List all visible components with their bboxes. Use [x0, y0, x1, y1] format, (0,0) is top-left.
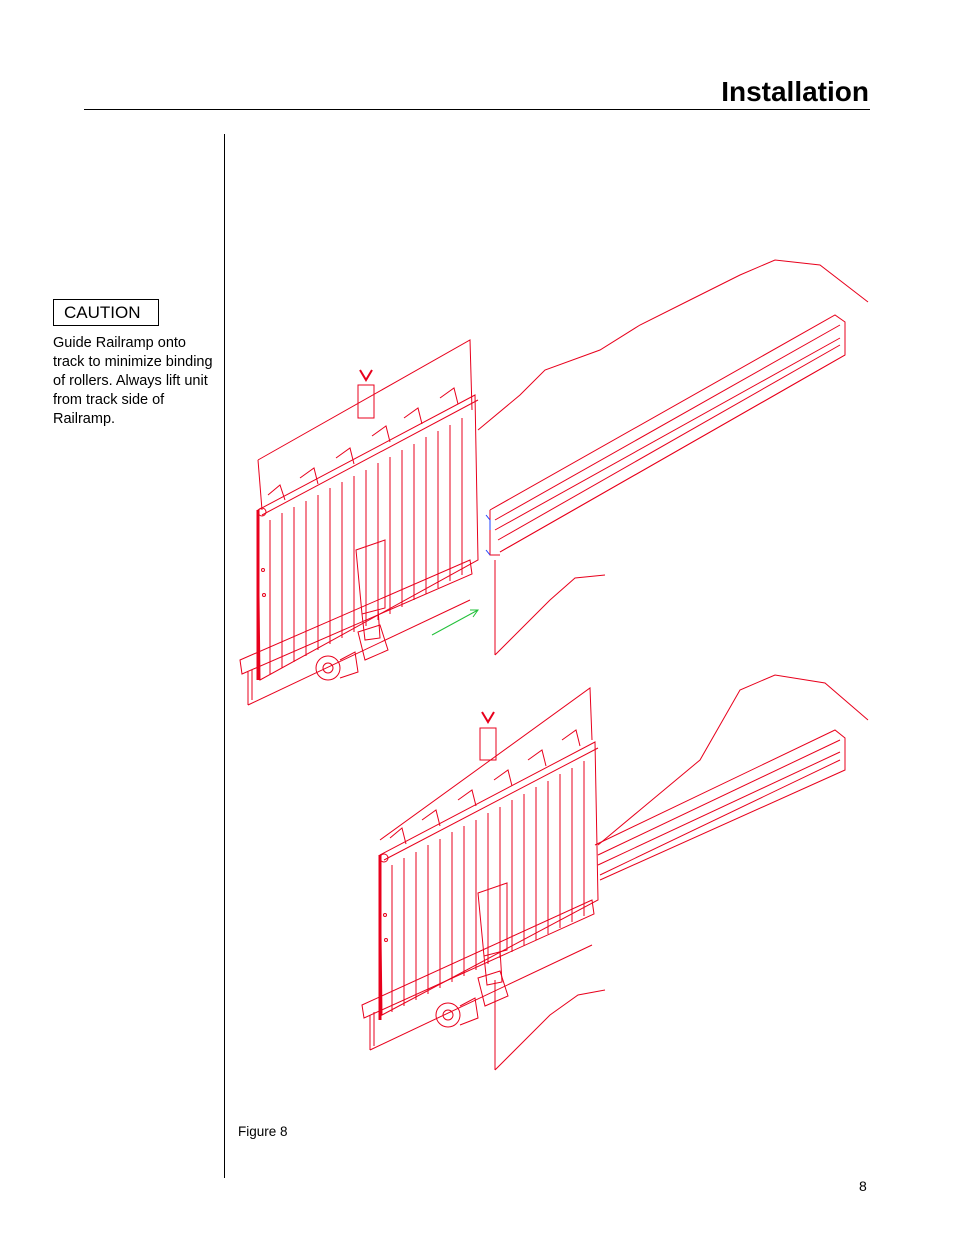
lower-assembly — [361, 674, 869, 1071]
page-title: Installation — [721, 76, 869, 107]
column-divider — [224, 134, 225, 1178]
caution-line: of rollers. Always lift unit — [53, 373, 208, 389]
page-number: 8 — [859, 1178, 867, 1194]
insertion-arrow — [431, 609, 479, 636]
figure-8-drawing — [239, 259, 869, 1071]
caution-line: Guide Railramp onto — [53, 335, 186, 351]
caution-label: CAUTION — [53, 299, 159, 326]
upper-assembly — [239, 259, 869, 706]
caution-line: from track side of — [53, 392, 165, 408]
caution-line: track to minimize binding — [53, 354, 213, 370]
figure-caption: Figure 8 — [238, 1124, 288, 1139]
title-divider — [84, 109, 870, 110]
caution-text: Guide Railramp onto track to minimize bi… — [53, 334, 225, 429]
caution-line: Railramp. — [53, 411, 116, 427]
